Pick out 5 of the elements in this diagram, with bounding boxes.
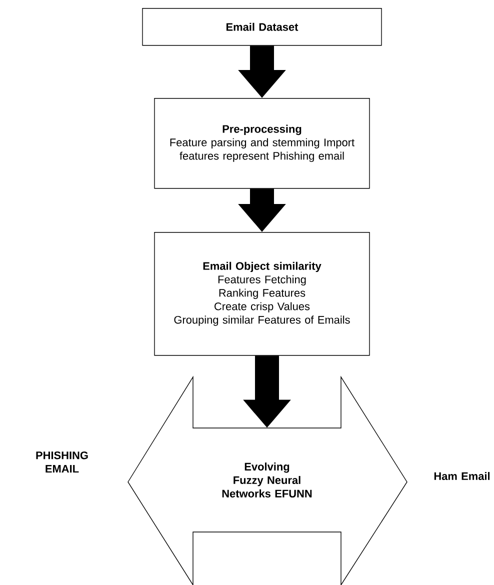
process-box: Email Dataset — [142, 8, 382, 46]
output-label: Ham Email — [434, 472, 490, 480]
process-box: Email Object similarity Features Fetching Ranking Features Create crisp Values Grouping similar Features of Emails — [154, 232, 370, 356]
output-label: PHISHING EMAIL — [36, 451, 88, 473]
process-box: Pre-processing Feature parsing and stemming Import features represent Phishing email — [154, 98, 370, 189]
